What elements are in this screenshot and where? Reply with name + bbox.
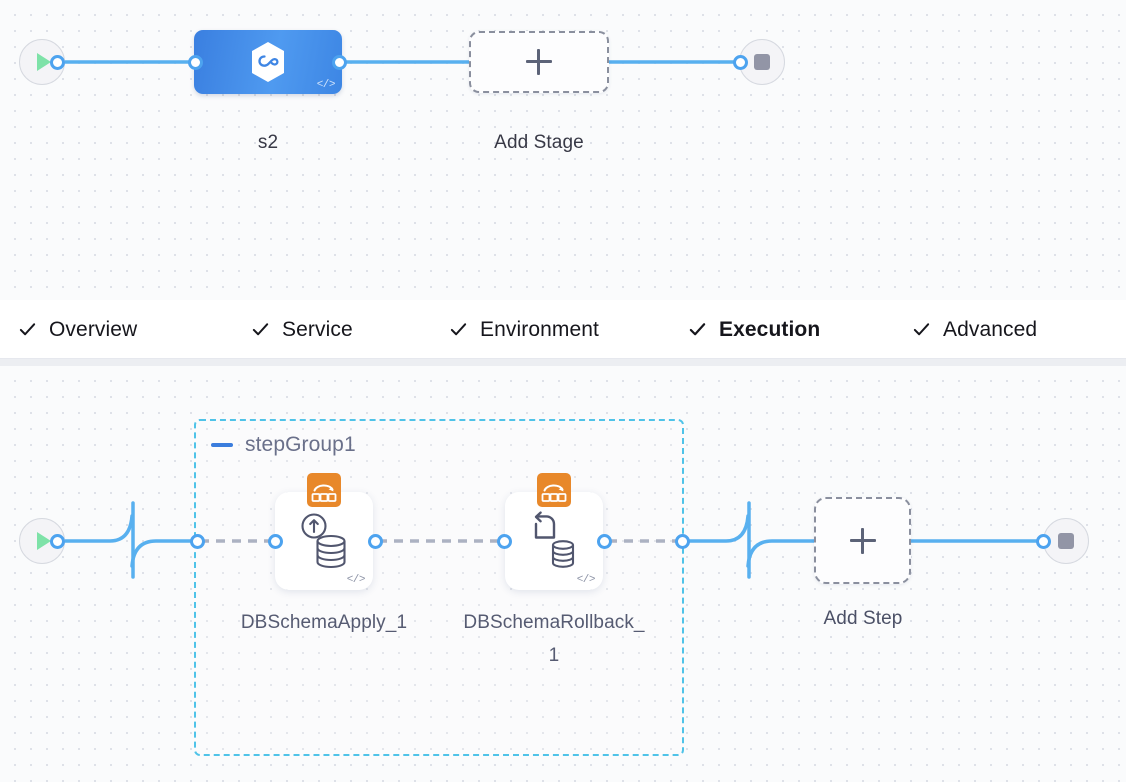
step-node-dbschemarollback[interactable]: </>: [505, 473, 603, 590]
check-icon: [19, 323, 36, 336]
check-icon: [689, 323, 706, 336]
tab-service[interactable]: Service: [251, 300, 353, 359]
wire-groupexit-curve-up: [682, 514, 750, 543]
tab-advanced-label: Advanced: [943, 317, 1038, 341]
harness-hexagon-icon: [252, 42, 284, 82]
step-code-badge[interactable]: </>: [576, 574, 596, 586]
wire-bracket-to-addstep: [746, 539, 816, 568]
db-schema-orange-icon: [307, 473, 341, 507]
tabbar-bottom-strip: [0, 359, 1126, 366]
step-start-port[interactable]: [50, 534, 65, 549]
add-step-button[interactable]: [814, 497, 911, 584]
step1-out-port[interactable]: [368, 534, 383, 549]
tab-overview-label: Overview: [49, 317, 138, 341]
stage-node-out-port[interactable]: [332, 55, 347, 70]
tab-advanced[interactable]: Advanced: [912, 300, 1037, 359]
add-stage-label: Add Stage: [494, 132, 584, 153]
stage-config-tabs: Overview Service Environment Execution: [0, 300, 1126, 363]
check-icon: [913, 323, 930, 336]
db-schema-orange-icon: [537, 473, 571, 507]
plus-icon: [849, 527, 876, 554]
wire-bracket-to-group: [130, 539, 198, 568]
step-group-header[interactable]: stepGroup1: [211, 433, 356, 457]
step-group-in-port[interactable]: [190, 534, 205, 549]
step-code-badge[interactable]: </>: [346, 574, 366, 586]
tab-execution-label: Execution: [719, 317, 821, 341]
step1-in-port[interactable]: [268, 534, 283, 549]
stage-node-in-port[interactable]: [188, 55, 203, 70]
check-icon: [450, 323, 467, 336]
step2-in-port[interactable]: [497, 534, 512, 549]
tab-environment[interactable]: Environment: [449, 300, 599, 359]
step-group-out-port[interactable]: [675, 534, 690, 549]
step2-out-port[interactable]: [597, 534, 612, 549]
check-icon: [252, 323, 269, 336]
step-end-port[interactable]: [1036, 534, 1051, 549]
execution-steps-canvas[interactable]: stepGroup1 </>: [0, 366, 1126, 782]
database-rollback-icon: [534, 511, 575, 568]
stage-node-s2[interactable]: </>: [194, 30, 342, 94]
step-node-label-dbschemarollback: DBSchemaRollback_1: [463, 612, 645, 666]
tab-overview[interactable]: Overview: [18, 300, 137, 359]
play-icon: [37, 532, 51, 550]
step-group-title: stepGroup1: [245, 433, 356, 456]
add-stage-button[interactable]: [469, 31, 609, 93]
step-node-label-dbschemaapply: DBSchemaApply_1: [240, 612, 408, 633]
add-step-label: Add Step: [823, 608, 903, 629]
step-node-dbschemaapply[interactable]: </>: [275, 473, 373, 590]
tab-service-label: Service: [282, 317, 353, 341]
database-upload-icon: [301, 513, 346, 569]
stage-node-label: s2: [257, 132, 279, 153]
minus-icon[interactable]: [211, 443, 233, 447]
stage-code-badge[interactable]: </>: [316, 79, 336, 91]
play-icon: [37, 53, 51, 71]
wire-start-curve-up: [60, 514, 134, 543]
step-group-container[interactable]: [194, 419, 684, 756]
stop-square-icon: [754, 54, 770, 70]
stop-square-icon: [1058, 533, 1074, 549]
tab-environment-label: Environment: [480, 317, 599, 341]
tab-execution[interactable]: Execution: [688, 300, 820, 359]
stage-start-port[interactable]: [50, 55, 65, 70]
stage-end-port[interactable]: [733, 55, 748, 70]
plus-icon: [526, 49, 552, 75]
pipeline-stage-canvas[interactable]: </> s2 Add Stage: [0, 0, 1126, 300]
stage-end-node[interactable]: [739, 39, 785, 85]
